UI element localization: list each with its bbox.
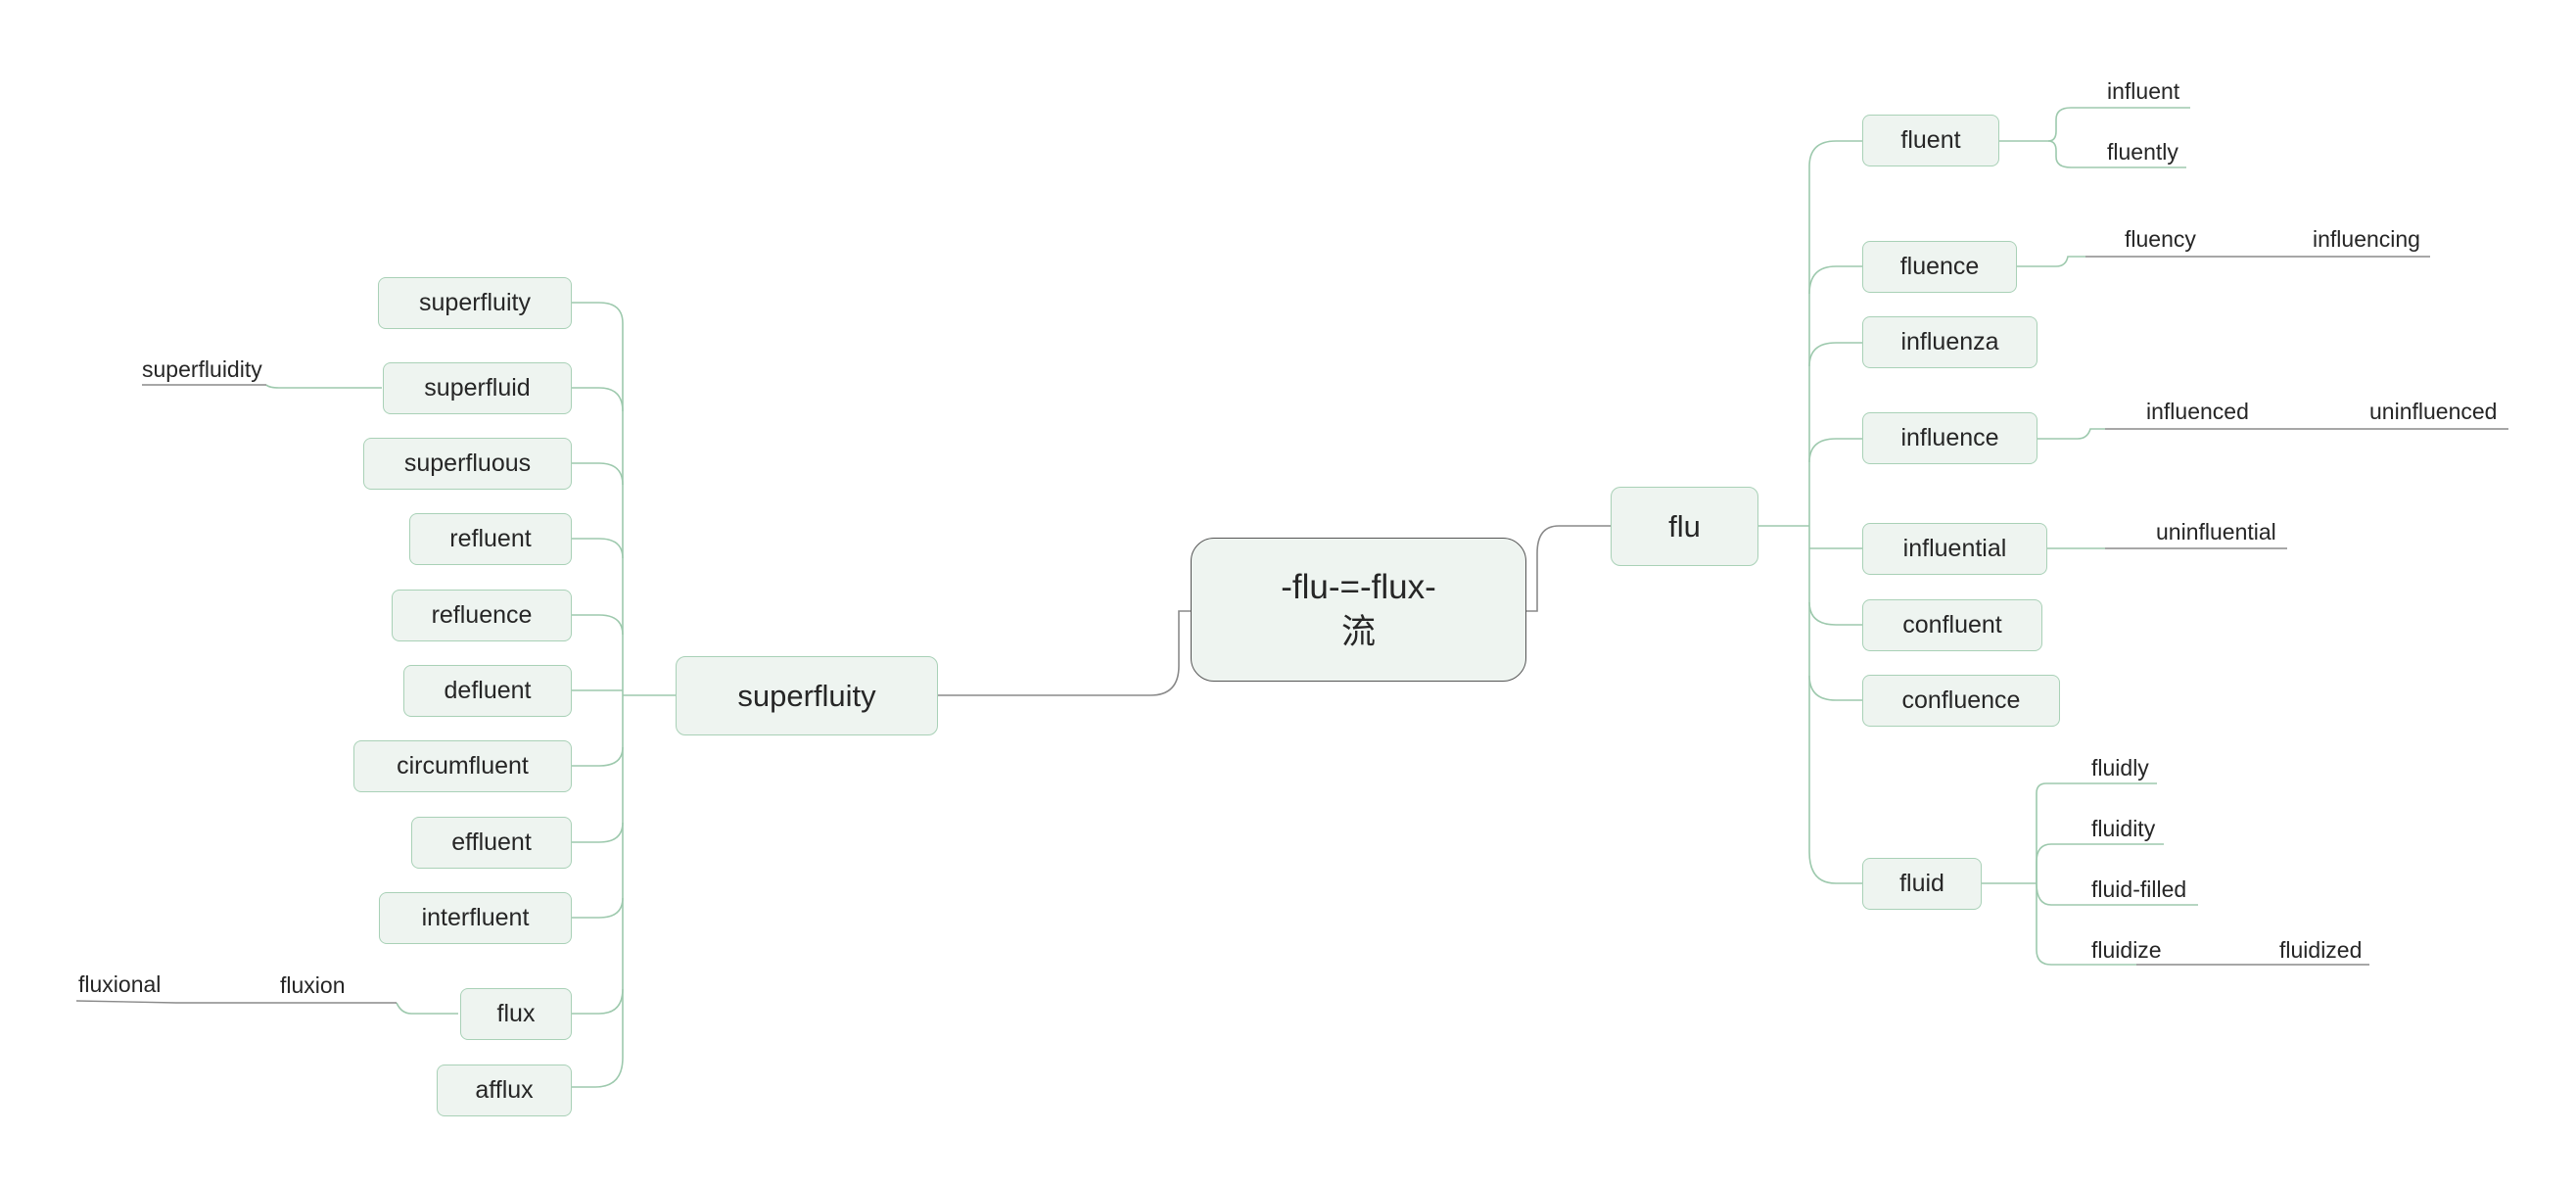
- node-superfluity-label: superfluity: [419, 289, 531, 316]
- node-influence-label: influence: [1900, 424, 1999, 451]
- branch-flu-label: flu: [1668, 508, 1701, 544]
- leaf-superfluidity[interactable]: superfluidity: [142, 356, 262, 382]
- node-superfluity[interactable]: superfluity: [378, 277, 572, 329]
- node-confluence-label: confluence: [1901, 686, 2021, 714]
- node-fluid[interactable]: fluid: [1862, 858, 1982, 910]
- leaf-influenced[interactable]: influenced: [2146, 399, 2249, 424]
- node-fluence[interactable]: fluence: [1862, 241, 2017, 293]
- leaf-fluxion[interactable]: fluxion: [280, 972, 346, 998]
- root-title-line-2: 流: [1340, 612, 1376, 651]
- node-effluent-label: effluent: [451, 828, 532, 856]
- leaf-fluidize[interactable]: fluidize: [2091, 937, 2162, 963]
- node-defluent[interactable]: defluent: [403, 665, 572, 717]
- leaf-uninfluential[interactable]: uninfluential: [2156, 519, 2276, 544]
- node-fluent-label: fluent: [1900, 126, 1961, 154]
- node-afflux-label: afflux: [475, 1076, 534, 1104]
- leaf-influent[interactable]: influent: [2107, 78, 2180, 104]
- node-influenza[interactable]: influenza: [1862, 316, 2037, 368]
- node-circumfluent-label: circumfluent: [397, 752, 529, 780]
- branch-superfluity[interactable]: superfluity: [676, 656, 938, 735]
- leaf-uninfluenced[interactable]: uninfluenced: [2369, 399, 2498, 424]
- node-confluent[interactable]: confluent: [1862, 599, 2042, 651]
- leaf-fluid-filled[interactable]: fluid-filled: [2091, 876, 2187, 902]
- node-influence[interactable]: influence: [1862, 412, 2037, 464]
- node-fluent[interactable]: fluent: [1862, 115, 1999, 166]
- node-influential-label: influential: [1902, 535, 2007, 562]
- node-superfluous-label: superfluous: [403, 450, 532, 477]
- leaf-fluidly[interactable]: fluidly: [2091, 755, 2149, 781]
- node-defluent-label: defluent: [444, 677, 532, 704]
- branch-flu[interactable]: flu: [1611, 487, 1758, 566]
- branch-superfluity-label: superfluity: [737, 678, 876, 713]
- node-afflux[interactable]: afflux: [437, 1065, 572, 1116]
- node-refluence[interactable]: refluence: [392, 590, 572, 641]
- root-node[interactable]: -flu-=-flux- 流: [1191, 538, 1526, 682]
- node-interfluent[interactable]: interfluent: [379, 892, 572, 944]
- node-superfluous[interactable]: superfluous: [363, 438, 572, 490]
- node-influential[interactable]: influential: [1862, 523, 2047, 575]
- leaf-fluently[interactable]: fluently: [2107, 139, 2178, 165]
- leaf-fluidity[interactable]: fluidity: [2091, 816, 2156, 841]
- node-flux[interactable]: flux: [460, 988, 572, 1040]
- leaf-fluency[interactable]: fluency: [2125, 226, 2196, 252]
- node-refluent[interactable]: refluent: [409, 513, 572, 565]
- leaf-influencing[interactable]: influencing: [2313, 226, 2420, 252]
- node-confluence[interactable]: confluence: [1862, 675, 2060, 727]
- leaf-fluxional[interactable]: fluxional: [78, 971, 162, 997]
- node-refluent-label: refluent: [449, 525, 532, 552]
- node-circumfluent[interactable]: circumfluent: [353, 740, 572, 792]
- node-refluence-label: refluence: [431, 601, 533, 629]
- node-influenza-label: influenza: [1900, 328, 1999, 355]
- node-superfluid-label: superfluid: [424, 374, 531, 402]
- node-effluent[interactable]: effluent: [411, 817, 572, 869]
- node-fluid-label: fluid: [1899, 870, 1944, 897]
- node-confluent-label: confluent: [1902, 611, 2002, 639]
- node-fluence-label: fluence: [1899, 253, 1980, 280]
- leaf-fluidized[interactable]: fluidized: [2279, 937, 2363, 963]
- root-title-line-1: -flu-=-flux-: [1281, 568, 1436, 606]
- node-interfluent-label: interfluent: [421, 904, 530, 931]
- node-flux-label: flux: [496, 1000, 536, 1027]
- node-superfluid[interactable]: superfluid: [383, 362, 572, 414]
